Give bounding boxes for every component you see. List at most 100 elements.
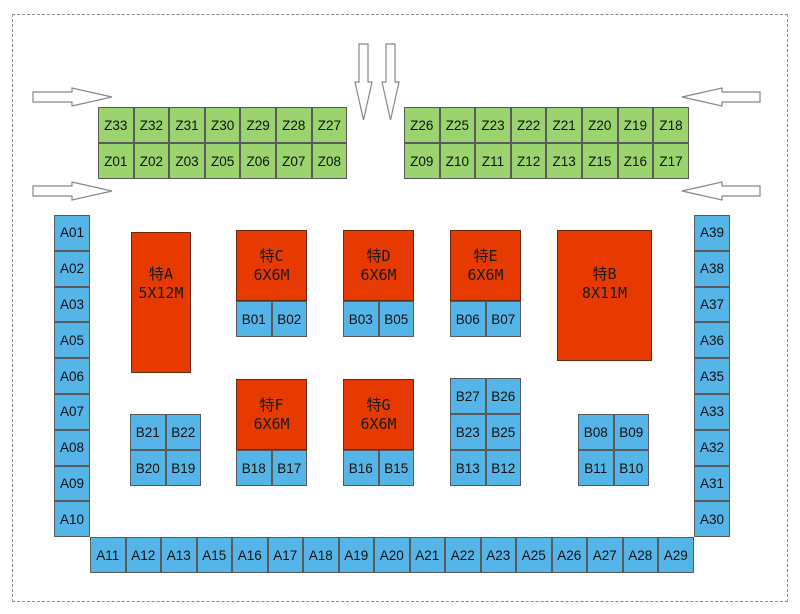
booth-z16: Z16 [617, 143, 654, 179]
booth-z11: Z11 [475, 143, 511, 179]
booth-a09: A09 [54, 465, 90, 502]
booth-a08: A08 [54, 429, 90, 466]
booth-a12: A12 [125, 537, 161, 573]
special-booth-size: 6X6M [253, 415, 290, 433]
booth-z19: Z19 [617, 107, 654, 143]
booth-a37: A37 [694, 286, 730, 323]
special-booth-size: 5X12M [138, 284, 184, 302]
special-booth-size: 6X6M [360, 266, 397, 284]
arrow-down-icon [354, 43, 373, 121]
booth-b16: B16 [343, 450, 379, 486]
booth-z33: Z33 [98, 107, 134, 143]
booth-z26: Z26 [404, 107, 440, 143]
booth-z25: Z25 [439, 107, 476, 143]
booth-z21: Z21 [546, 107, 582, 143]
booth-a29: A29 [658, 537, 694, 573]
booth-a02: A02 [54, 250, 90, 287]
booth-z31: Z31 [169, 107, 205, 143]
booth-a16: A16 [232, 537, 268, 573]
booth-z01: Z01 [98, 143, 134, 179]
booth-z27: Z27 [311, 107, 348, 143]
booth-b09: B09 [613, 414, 649, 450]
booth-b06: B06 [450, 301, 486, 337]
booth-b19: B19 [165, 450, 201, 486]
booth-a03: A03 [54, 286, 90, 323]
booth-a30: A30 [694, 501, 730, 538]
special-booth-name: 特G [366, 396, 391, 414]
booth-z29: Z29 [240, 107, 276, 143]
booth-b03: B03 [343, 301, 379, 337]
booth-a39: A39 [694, 215, 730, 251]
booth-b07: B07 [485, 301, 521, 337]
booth-a18: A18 [303, 537, 339, 573]
booth-z09: Z09 [404, 143, 440, 179]
special-booth-name: 特B [592, 265, 617, 283]
booth-a35: A35 [694, 358, 730, 394]
booth-a13: A13 [161, 537, 197, 573]
special-booth-name: 特A [148, 265, 174, 283]
booth-b26: B26 [485, 378, 521, 414]
booth-z22: Z22 [510, 107, 547, 143]
booth-z10: Z10 [439, 143, 476, 179]
special-booth-size: 6X6M [467, 266, 504, 284]
booth-z05: Z05 [204, 143, 241, 179]
booth-z06: Z06 [240, 143, 276, 179]
booth-z28: Z28 [276, 107, 312, 143]
booth-a25: A25 [516, 537, 552, 573]
booth-b23: B23 [450, 414, 486, 450]
special-booth-name: 特F [259, 396, 284, 414]
booth-a07: A07 [54, 394, 90, 430]
booth-b05: B05 [378, 301, 414, 337]
booth-a20: A20 [374, 537, 410, 573]
booth-a38: A38 [694, 250, 730, 287]
booth-b12: B12 [485, 450, 521, 486]
booth-b17: B17 [271, 450, 307, 486]
booth-a10: A10 [54, 501, 90, 538]
booth-z17: Z17 [653, 143, 689, 179]
booth-z08: Z08 [311, 143, 348, 179]
booth-z32: Z32 [133, 107, 170, 143]
booth-z15: Z15 [582, 143, 618, 179]
special-booth-size: 6X6M [360, 415, 397, 433]
booth-b21: B21 [130, 414, 166, 450]
booth-a27: A27 [587, 537, 623, 573]
booth-z18: Z18 [653, 107, 689, 143]
booth-b10: B10 [613, 450, 649, 486]
booth-a22: A22 [445, 537, 481, 573]
booth-b15: B15 [378, 450, 414, 486]
booth-z02: Z02 [133, 143, 170, 179]
booth-b11: B11 [578, 450, 614, 486]
special-booth-name: 特C [259, 247, 284, 265]
booth-a15: A15 [196, 537, 232, 573]
arrow-right-icon [32, 181, 113, 201]
special-booth-size: 6X6M [253, 266, 290, 284]
booth-a21: A21 [409, 537, 445, 573]
booth-z07: Z07 [276, 143, 312, 179]
booth-z23: Z23 [475, 107, 511, 143]
booth-a17: A17 [267, 537, 303, 573]
booth-a19: A19 [338, 537, 374, 573]
arrow-down-icon [381, 43, 400, 121]
booth-b25: B25 [485, 414, 521, 450]
booth-b27: B27 [450, 378, 486, 414]
booth-b20: B20 [130, 450, 166, 486]
arrow-left-icon [681, 87, 761, 107]
special-booth-size: 8X11M [581, 284, 628, 302]
special-booth-name: 特E [473, 247, 498, 265]
booth-z20: Z20 [582, 107, 618, 143]
booth-a32: A32 [694, 429, 730, 466]
booth-a05: A05 [54, 322, 90, 359]
arrow-left-icon [681, 181, 761, 201]
arrow-right-icon [32, 87, 113, 107]
booth-a26: A26 [551, 537, 587, 573]
booth-b08: B08 [578, 414, 614, 450]
booth-a01: A01 [54, 215, 90, 251]
booth-b01: B01 [236, 301, 272, 337]
